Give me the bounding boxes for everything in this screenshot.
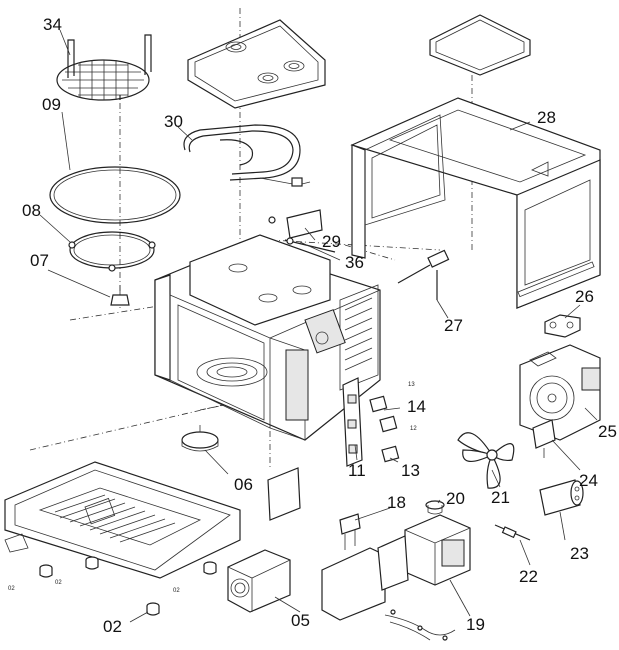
callout-26: 26 [575,287,594,306]
callout-13: 13 [401,461,420,480]
small-label-02-b: 02 [55,580,62,586]
callout-34: 34 [43,15,62,34]
callout-21: 21 [491,488,510,507]
turntable-roller-ring-part [49,166,181,224]
callout-14: 14 [407,397,426,416]
diode-part [494,524,531,541]
callout-29: 29 [322,232,341,251]
callout-07: 07 [30,251,49,270]
callout-05: 05 [291,611,310,630]
capacitor-part [539,479,584,516]
callout-18: 18 [387,493,406,512]
callout-30: 30 [164,112,183,131]
fan-motor-bracket-part [532,419,556,458]
outer-case-part [350,97,601,309]
rubber-foot-parts [39,556,217,616]
fuse-holder-part [544,314,581,338]
wire-rack-part [56,34,152,101]
callout-20: 20 [446,489,465,508]
callout-06: 06 [234,475,253,494]
callout-28: 28 [537,108,556,127]
callout-09: 09 [42,95,61,114]
callout-25: 25 [598,422,617,441]
waveguide-cover-part [268,209,336,253]
roller-guide-part [68,231,156,272]
power-cord-part [397,249,450,300]
coupler-part [110,285,130,306]
callout-23: 23 [570,544,589,563]
oven-cavity-chassis-part [154,234,381,441]
base-plate-part [4,461,241,579]
small-label-02-c: 02 [173,588,180,594]
callout-19: 19 [466,615,485,634]
thermal-fuse-part [339,513,361,550]
callout-11: 11 [348,461,366,480]
small-label-12: 12 [410,426,417,432]
top-cover-plate-part [187,19,326,109]
turntable-motor-part [181,425,219,452]
callout-08: 08 [22,201,41,220]
callout-36: 36 [345,253,364,272]
callout-24: 24 [579,471,598,490]
fan-blade-part [457,432,515,489]
high-voltage-transformer-part [321,514,471,641]
small-label-02-a: 02 [8,586,15,592]
cover-film-part [267,467,301,521]
callout-27: 27 [444,316,463,335]
small-label-13: 13 [408,382,415,388]
callout-02: 02 [103,617,122,636]
fan-bracket-part [519,344,601,441]
door-latch-switch-part [342,377,400,467]
callout-22: 22 [519,567,538,586]
insulation-sheet-part [429,14,531,76]
heater-element-part [183,124,311,187]
thermostat-part [425,500,445,515]
leader-lines [39,29,598,623]
transformer-cover-part [227,549,291,613]
